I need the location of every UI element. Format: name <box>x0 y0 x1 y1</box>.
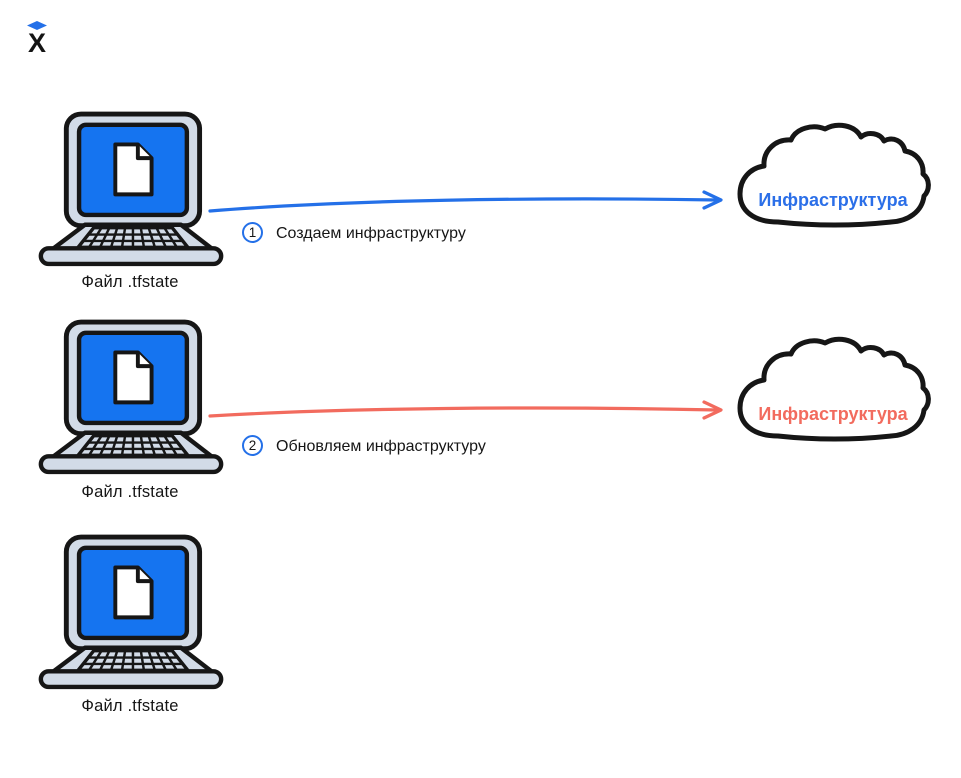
arrowhead-icon <box>702 400 723 420</box>
laptop-3-label: Файл .tfstate <box>81 697 179 715</box>
logo-diamond-icon <box>27 21 47 30</box>
laptop-illustration-2 <box>33 318 229 475</box>
cloud-infrastructure-2: Инфраструктура <box>733 336 933 448</box>
step-2-badge: 2 <box>242 435 263 456</box>
arrow-update-infrastructure <box>208 400 723 420</box>
cloud-2-label: Инфраструктура <box>758 404 908 424</box>
arrow-create-infrastructure <box>208 190 723 213</box>
cloud-icon <box>740 125 928 225</box>
arrowhead-icon <box>702 190 723 210</box>
cloud-icon <box>740 339 928 439</box>
laptop-2-label: Файл .tfstate <box>81 483 179 501</box>
step-2-label: Обновляем инфраструктуру <box>276 438 486 455</box>
practicum-logo: X <box>27 21 47 54</box>
laptop-1-label: Файл .tfstate <box>81 273 179 291</box>
step-1-badge: 1 <box>242 222 263 243</box>
logo-letter: X <box>28 28 46 54</box>
cloud-1-label: Инфраструктура <box>758 190 908 210</box>
laptop-illustration-3 <box>33 533 229 690</box>
cloud-infrastructure-1: Инфраструктура <box>733 122 933 234</box>
step-1-label: Создаем инфраструктуру <box>276 225 466 242</box>
laptop-illustration-1 <box>33 110 229 267</box>
